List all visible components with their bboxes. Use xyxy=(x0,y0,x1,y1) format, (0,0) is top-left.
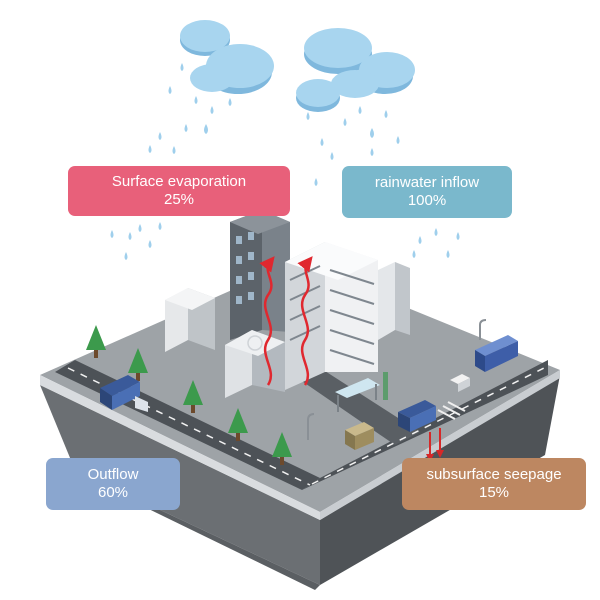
evaporation-arrows xyxy=(259,256,313,386)
clouds xyxy=(180,20,415,112)
rainwater-inflow-value: 100% xyxy=(407,192,447,209)
bus-stop xyxy=(335,372,388,412)
surface-evaporation-value: 25% xyxy=(163,191,195,208)
buildings xyxy=(165,210,410,398)
trees xyxy=(86,325,292,465)
raindrops xyxy=(110,63,460,260)
seepage-arrows xyxy=(426,428,444,462)
street-lamps xyxy=(307,319,487,440)
subsurface-seepage-title: subsurface seepage xyxy=(426,466,562,483)
subsurface-seepage-label: subsurface seepage 15% xyxy=(402,458,586,510)
outflow-title: Outflow xyxy=(87,466,139,483)
subsurface-seepage-value: 15% xyxy=(478,484,510,501)
surface-evaporation-label: Surface evaporation 25% xyxy=(68,166,290,216)
rainwater-inflow-label: rainwater inflow 100% xyxy=(342,166,512,218)
outflow-label: Outflow 60% xyxy=(46,458,180,510)
rainwater-inflow-title: rainwater inflow xyxy=(374,174,480,191)
surface-evaporation-title: Surface evaporation xyxy=(111,173,247,190)
vehicles xyxy=(100,335,518,450)
outflow-value: 60% xyxy=(97,484,129,501)
